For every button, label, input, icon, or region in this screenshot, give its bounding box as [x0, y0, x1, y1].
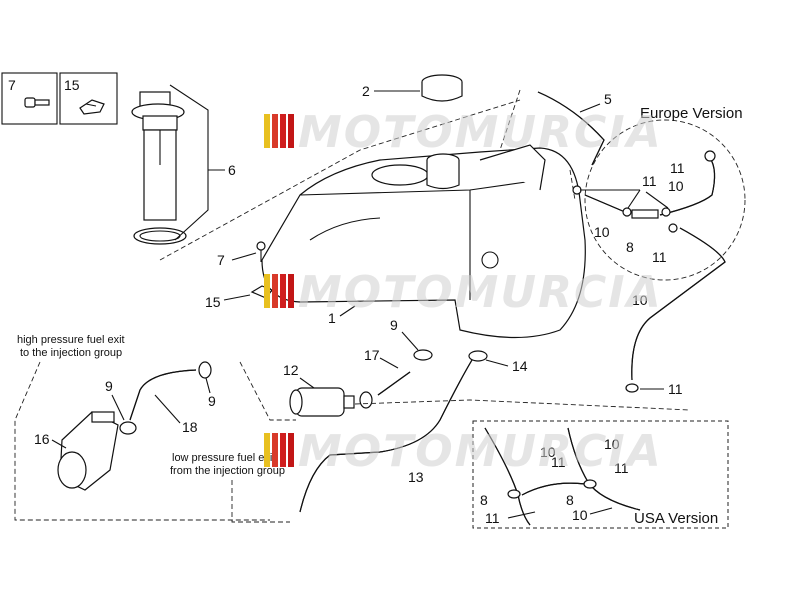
callout-15: 15 — [205, 294, 221, 310]
callout-2: 2 — [362, 83, 370, 99]
assembly-line-d — [239, 361, 296, 421]
usa-version-detail: USA Version 10 10 11 11 8 8 11 10 — [472, 420, 729, 529]
callout-7-box: 7 — [8, 77, 16, 93]
callout-us-10b: 10 — [604, 436, 620, 452]
callout-11: 11 — [668, 381, 683, 397]
assembly-line-e — [354, 399, 691, 411]
callout-10: 10 — [632, 292, 648, 308]
callout-us-10a: 10 — [540, 444, 556, 460]
callout-eu-10a: 10 — [668, 178, 684, 194]
callout-9c: 9 — [208, 393, 216, 409]
europe-version-detail: Europe Version 11 10 11 10 8 11 — [572, 105, 746, 281]
callout-eu-8: 8 — [626, 239, 634, 255]
caption-low-pressure-2: from the injection group — [170, 465, 285, 477]
callout-eu-11a: 11 — [670, 160, 685, 176]
clamp-9a: 9 — [390, 317, 433, 361]
callout-9a: 9 — [390, 317, 398, 333]
fuel-pump-16: 16 — [34, 411, 119, 491]
assembly-line-b — [499, 89, 521, 151]
clip-15: 15 — [205, 285, 273, 310]
callout-12: 12 — [283, 362, 299, 378]
callout-us-8b: 8 — [566, 492, 574, 508]
callout-eu-11b: 11 — [642, 173, 657, 189]
high-pressure-note: high pressure fuel exit to the injection… — [14, 334, 270, 521]
legend-box-15: 15 — [59, 72, 118, 125]
bolt-icon — [24, 97, 50, 108]
hose-17: 17 — [359, 347, 411, 409]
callout-17: 17 — [364, 347, 380, 363]
callout-us-11b: 11 — [614, 460, 629, 476]
caption-usa: USA Version — [634, 510, 718, 527]
callout-1: 1 — [328, 310, 336, 326]
fuel-filter-12: 12 — [283, 362, 355, 417]
callout-14: 14 — [512, 358, 528, 374]
svg-text:MOTOMURCIA: MOTOMURCIA — [298, 426, 663, 477]
callout-5: 5 — [604, 91, 612, 107]
callout-6: 6 — [228, 162, 236, 178]
assembly-line-c — [569, 169, 576, 201]
hose-13: 13 — [299, 359, 473, 513]
hose-10: 10 11 — [625, 227, 726, 397]
watermark-1: MOTOMURCIA — [264, 107, 663, 158]
callout-us-11a: 11 — [551, 454, 566, 470]
low-pressure-note: low pressure fuel exit from the injectio… — [170, 452, 290, 523]
bolt-7: 7 — [217, 241, 266, 268]
callout-us-8a: 8 — [480, 492, 488, 508]
callout-16: 16 — [34, 431, 50, 447]
caption-europe: Europe Version — [640, 105, 743, 122]
watermark-2: MOTOMURCIA — [264, 267, 663, 318]
watermark-3: MOTOMURCIA — [264, 426, 663, 477]
hose-5: 5 — [537, 91, 612, 166]
svg-text:MOTOMURCIA: MOTOMURCIA — [298, 107, 663, 158]
callout-7: 7 — [217, 252, 225, 268]
hose-18: 9 9 18 — [105, 361, 216, 435]
caption-high-pressure-2: to the injection group — [20, 347, 122, 359]
caption-high-pressure-1: high pressure fuel exit — [17, 334, 125, 346]
caption-low-pressure-1: low pressure fuel exit — [172, 452, 275, 464]
callout-9b: 9 — [105, 378, 113, 394]
callout-us-10c: 10 — [572, 507, 588, 523]
fuel-pump-6: 6 — [131, 84, 236, 245]
fuel-tank-1: 1 — [261, 144, 586, 339]
callout-eu-10b: 10 — [594, 224, 610, 240]
legend-box-7: 7 — [1, 72, 58, 125]
callout-15-box: 15 — [64, 77, 80, 93]
callout-us-11c: 11 — [485, 510, 500, 526]
assembly-line-a — [159, 99, 521, 261]
fuel-cap-2: 2 — [362, 74, 463, 102]
clamp-14: 14 — [468, 350, 528, 374]
callout-13: 13 — [408, 469, 424, 485]
svg-text:MOTOMURCIA: MOTOMURCIA — [298, 267, 663, 318]
clip-icon — [79, 99, 105, 115]
callout-eu-11c: 11 — [652, 249, 667, 265]
callout-18: 18 — [182, 419, 198, 435]
